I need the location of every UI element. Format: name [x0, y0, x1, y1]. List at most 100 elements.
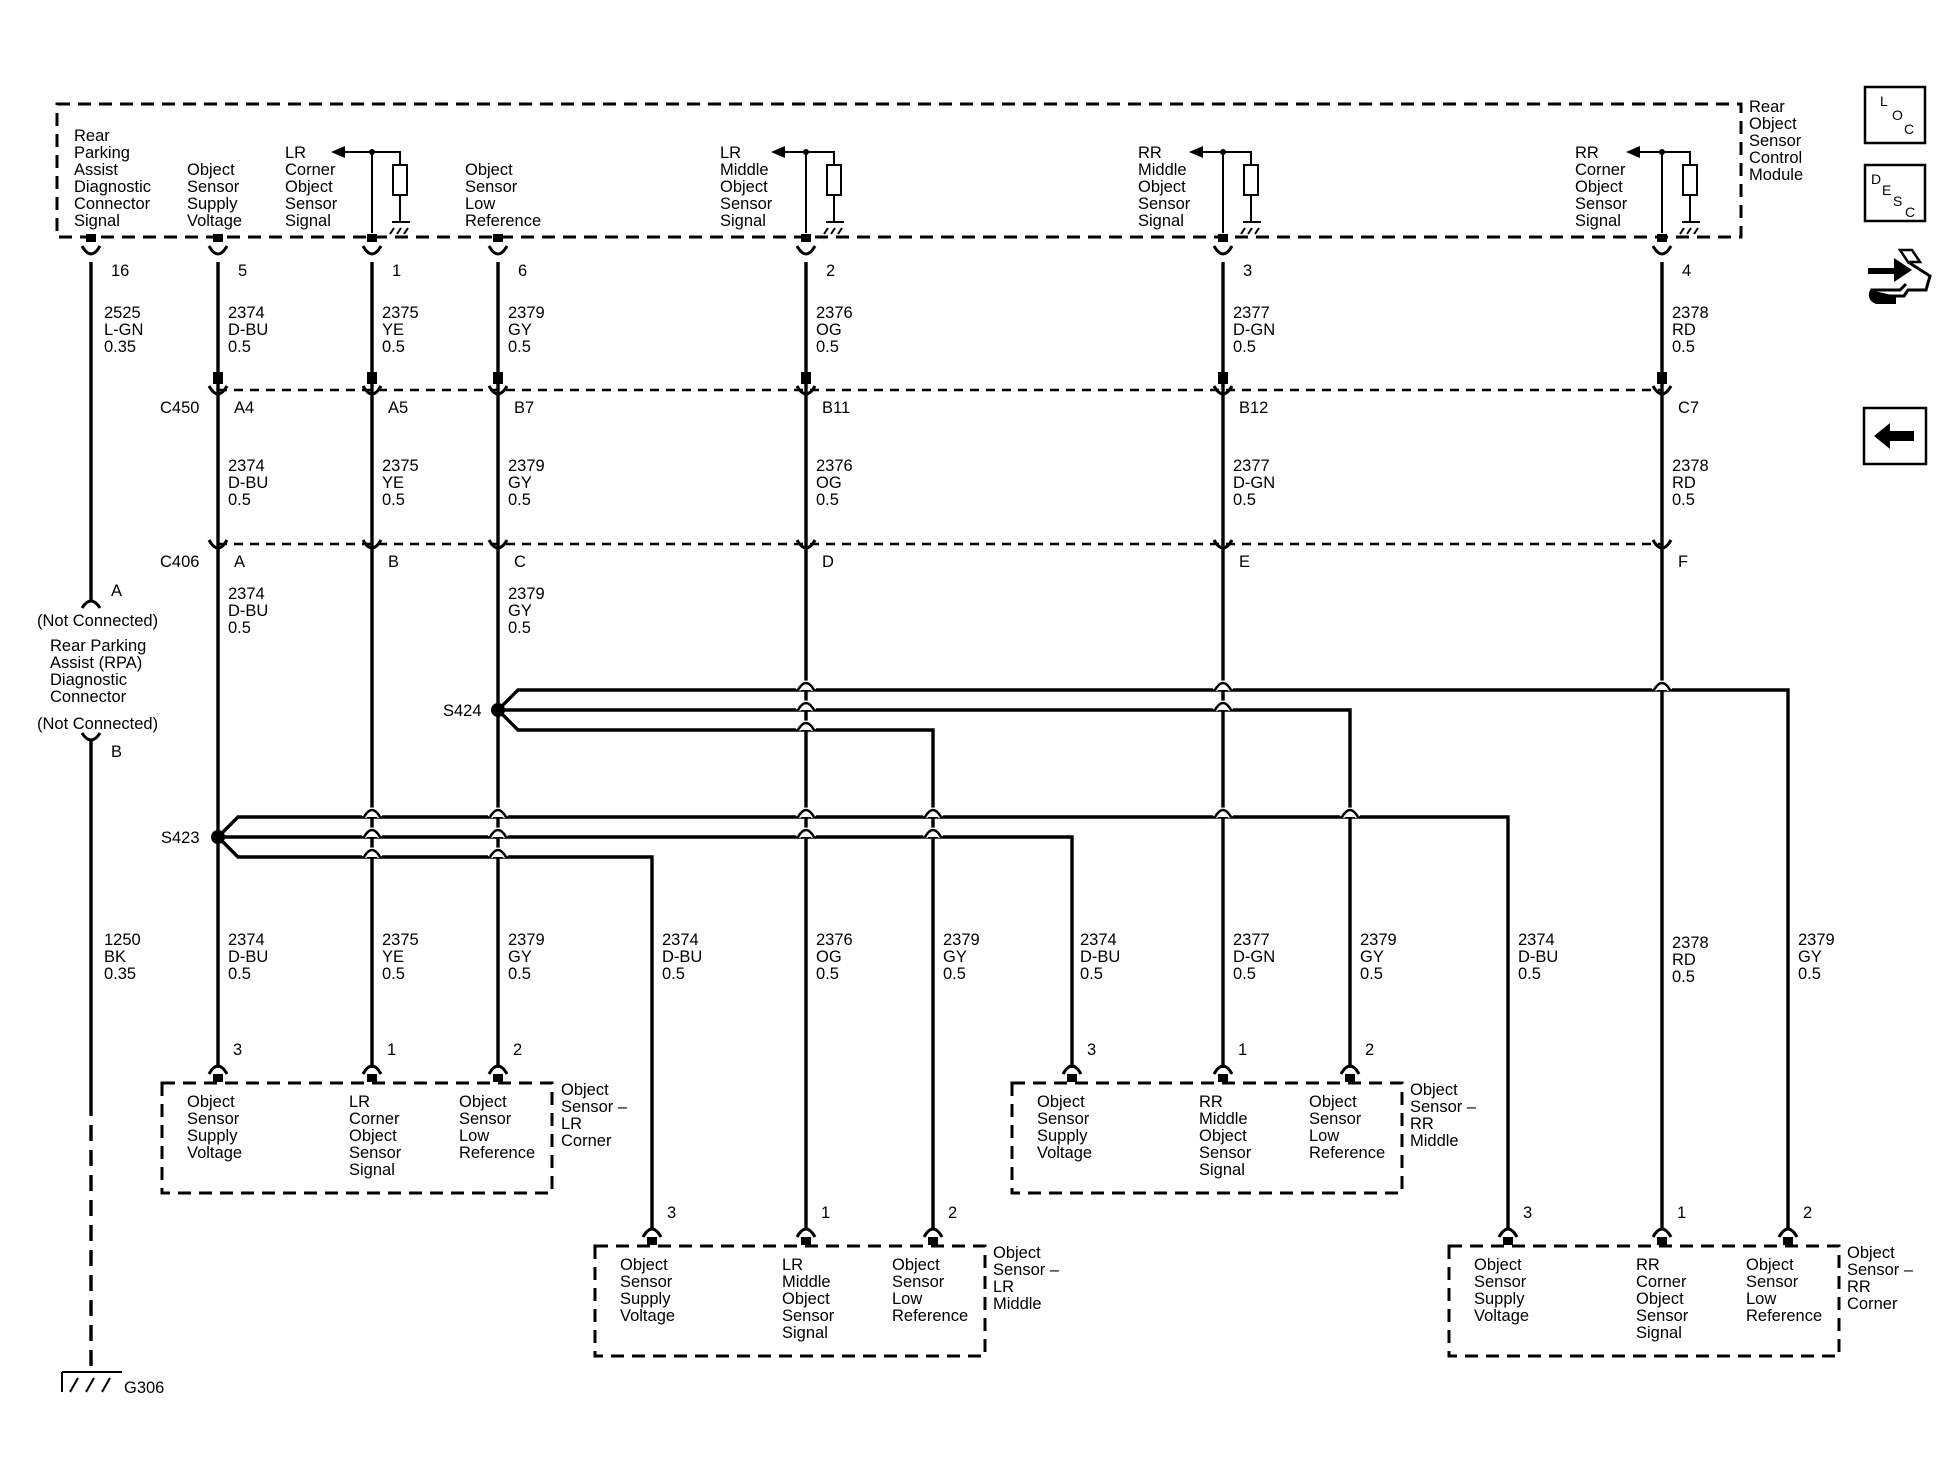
module-pin-label-rr-middle: RR Middle Object Sensor Signal [1138, 144, 1195, 230]
sensor-pin-terminal [361, 1064, 383, 1075]
module-pin-number: 4 [1682, 262, 1691, 280]
crossover-hop [796, 701, 816, 711]
svg-text:2: 2 [948, 1204, 957, 1222]
crossover-hop [796, 808, 816, 818]
module-pin-label-rpa: Rear Parking Assist Diagnostic Connector… [74, 127, 156, 230]
module-pin-terminal [1651, 245, 1673, 256]
c450-pin-label: B7 [514, 399, 534, 417]
svg-text:C: C [1904, 121, 1914, 137]
c450-pin-label: B11 [822, 399, 850, 417]
module-pin-label-supply: Object Sensor Supply Voltage [187, 161, 244, 230]
crossover-hop [923, 808, 943, 818]
svg-text:B: B [111, 743, 122, 761]
module-pin-label-low-reference: Object Sensor Low Reference [465, 161, 541, 230]
module-pin-number: 6 [518, 262, 527, 280]
module-pin-label-lr-middle: LR Middle Object Sensor Signal [720, 144, 777, 230]
c406-terminal [361, 539, 383, 550]
svg-text:2: 2 [1365, 1041, 1374, 1059]
module-pin-number: 5 [238, 262, 247, 280]
crossover-hop [796, 721, 816, 731]
connector-tools-icon[interactable] [1868, 248, 1932, 304]
module-pin-terminal [487, 245, 509, 256]
back-button[interactable] [1862, 406, 1928, 466]
svg-text:A: A [111, 582, 122, 600]
svg-text:S423: S423 [161, 829, 200, 847]
svg-text:3: 3 [233, 1041, 242, 1059]
wire-crossover-marks [361, 680, 1673, 859]
svg-text:3: 3 [667, 1204, 676, 1222]
svg-text:3: 3 [1523, 1204, 1532, 1222]
module-pin-terminal [207, 245, 229, 256]
pullup-resistor-icon [1189, 146, 1261, 235]
svg-text:2: 2 [513, 1041, 522, 1059]
svg-text:S: S [1893, 193, 1902, 209]
c406-pin-label: B [388, 553, 399, 571]
svg-text:1: 1 [821, 1204, 830, 1222]
svg-text:1: 1 [1677, 1204, 1686, 1222]
c450-terminal [207, 385, 229, 396]
connector-c450: C450 [160, 388, 1662, 417]
not-connected-label: (Not Connected) [37, 715, 158, 733]
c450-terminal [795, 385, 817, 396]
c406-terminal [1212, 539, 1234, 550]
crossover-hop [488, 848, 508, 858]
crossover-hop [362, 828, 382, 838]
sensor-pin-terminal [1497, 1227, 1519, 1238]
svg-text:O: O [1892, 107, 1903, 123]
crossover-hop [1213, 808, 1233, 818]
c450-pin-label: C7 [1678, 399, 1699, 417]
svg-text:S424: S424 [443, 702, 482, 720]
module-pin-number: 2 [826, 262, 835, 280]
c450-terminal [1651, 385, 1673, 396]
splice-s423: S423 [161, 829, 225, 847]
module-pin-terminal [80, 245, 102, 256]
pullup-resistor-icon [771, 146, 844, 235]
svg-text:L: L [1880, 93, 1888, 109]
desc-button[interactable]: D E S C [1863, 163, 1927, 223]
c406-terminal [207, 539, 229, 550]
sensor-pin-terminal [1212, 1064, 1234, 1075]
loc-button[interactable]: L O C [1863, 85, 1927, 145]
module-pin-number: 1 [392, 262, 401, 280]
splice-s424: S424 [443, 702, 505, 720]
svg-text:D: D [1871, 171, 1881, 187]
c450-pin-label: A5 [388, 399, 408, 417]
svg-text:1: 1 [1238, 1041, 1247, 1059]
module-pin-terminal [795, 245, 817, 256]
c450-terminal [361, 385, 383, 396]
sensor-pin-terminal [795, 1227, 817, 1238]
module-pin-label-rr-corner: RR Corner Object Sensor Signal [1575, 144, 1632, 230]
sensor-pin-terminal [922, 1227, 944, 1238]
crossover-hop [488, 828, 508, 838]
